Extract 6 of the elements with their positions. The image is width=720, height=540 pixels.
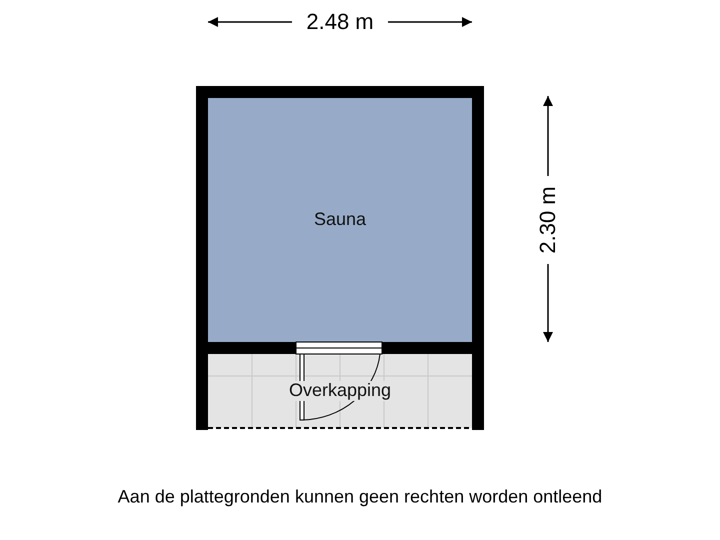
dimension-label: 2.48 m	[306, 11, 374, 33]
disclaimer-text: Aan de plattegronden kunnen geen rechten worden ontleend	[118, 486, 602, 508]
room-floor	[208, 98, 472, 342]
room-label: Overkapping	[288, 381, 392, 401]
covered-area-floor	[208, 354, 472, 428]
dimension-label: 2.30 m	[537, 186, 559, 254]
